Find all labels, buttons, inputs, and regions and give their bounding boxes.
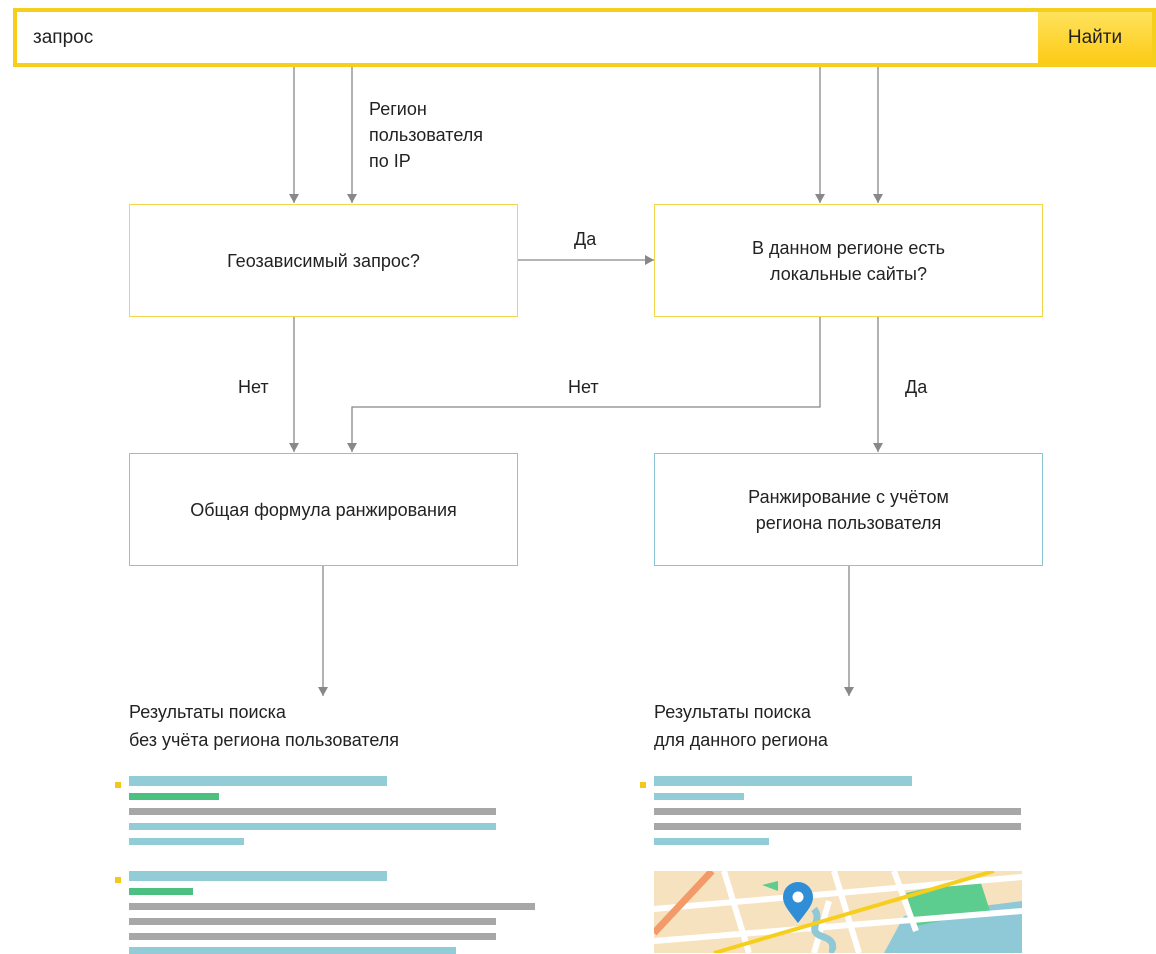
map-river <box>810 906 837 953</box>
results-left-title: Результаты поиска без учёта региона поль… <box>129 702 400 750</box>
snippet-title-bar <box>129 871 387 881</box>
local-sites-text: В данном регионе есть локальные сайты? <box>751 237 946 284</box>
snippet-text-bar <box>129 823 496 830</box>
map-street <box>811 900 832 953</box>
results-right-title: Результаты поиска для данного региона <box>654 702 828 750</box>
general-formula-text: Общая формула ранжирования <box>190 499 457 520</box>
result-marker <box>115 877 121 883</box>
map-street <box>721 871 752 953</box>
map-park-small <box>762 881 778 891</box>
snippet-text-bar <box>129 808 496 815</box>
result-marker <box>115 782 121 788</box>
geo-query-decision: Геозависимый запрос? <box>129 204 518 317</box>
snippet-title-bar <box>654 776 912 786</box>
map-road-orange <box>654 871 715 936</box>
search-input[interactable] <box>17 12 1038 63</box>
regional-ranking-box: Ранжирование с учётом региона пользовате… <box>654 453 1043 566</box>
general-formula-box: Общая формула ранжирования <box>129 453 518 566</box>
snippet-text-bar <box>129 918 496 925</box>
map-street <box>654 908 1022 944</box>
map-street <box>831 871 862 953</box>
snippet-url-bar <box>654 793 744 800</box>
local-sites-decision: В данном регионе есть локальные сайты? <box>654 204 1043 317</box>
geo-query-text: Геозависимый запрос? <box>227 250 420 271</box>
map-snippet <box>654 871 1022 953</box>
snippet-text-bar <box>654 808 1021 815</box>
region-by-ip-label: Регион пользователя по IP <box>369 99 483 171</box>
map-pin-icon <box>783 882 813 923</box>
snippet-text-bar <box>129 838 244 845</box>
search-button[interactable]: Найти <box>1038 12 1152 63</box>
regional-ranking-text: Ранжирование с учётом региона пользовате… <box>748 486 949 533</box>
snippet-text-bar <box>654 823 1021 830</box>
snippet-title-bar <box>129 776 387 786</box>
map-street <box>891 871 919 933</box>
no-label-left: Нет <box>238 377 269 397</box>
snippet-text-bar <box>129 947 456 954</box>
map-road-yellow <box>713 871 995 953</box>
snippet-text-bar <box>129 903 535 910</box>
snippet-text-bar <box>654 838 769 845</box>
snippet-url-bar <box>129 888 193 895</box>
yes-label-right: Да <box>905 377 928 397</box>
no-label-middle: Нет <box>568 377 599 397</box>
snippet-text-bar <box>129 933 496 940</box>
search-bar: Найти <box>13 8 1156 67</box>
arrow-no-local-to-general <box>347 317 821 452</box>
snippet-url-bar <box>129 793 219 800</box>
yes-label-top: Да <box>574 229 597 249</box>
result-marker <box>640 782 646 788</box>
